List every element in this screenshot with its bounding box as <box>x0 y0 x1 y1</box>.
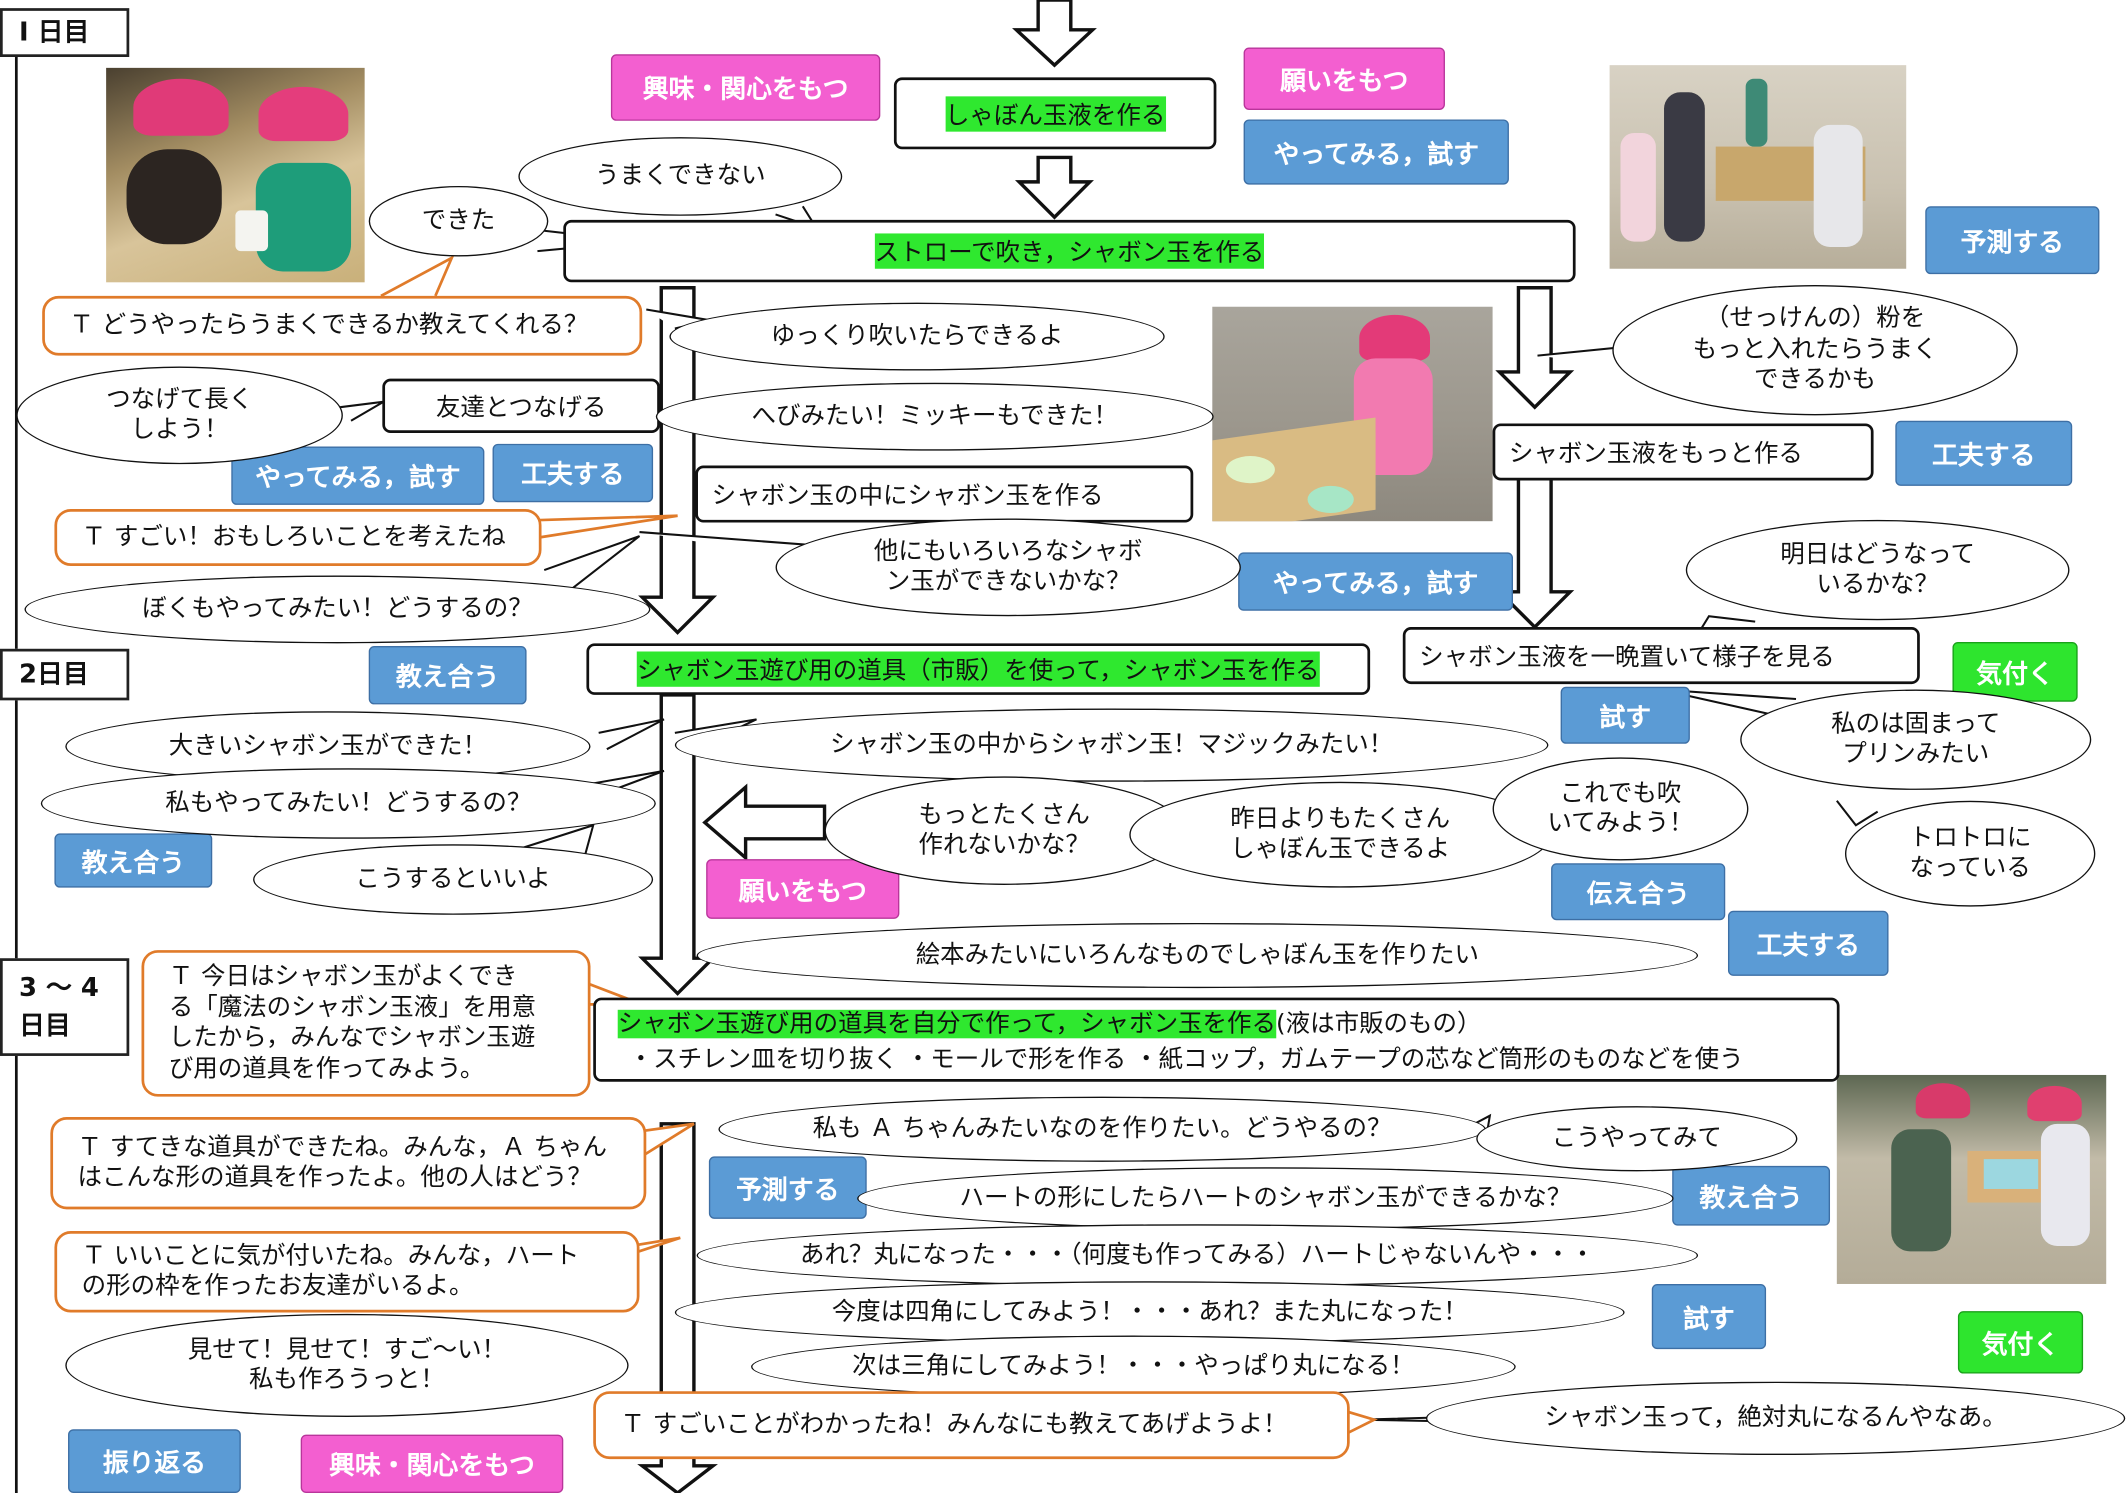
photo-child-pink-hat <box>1212 306 1493 522</box>
step-own-tools-label: シャボン玉遊び用の道具を自分で作って，シャボン玉を作る <box>617 1009 1277 1039</box>
photo-children-blowing <box>106 67 365 283</box>
bubble-metoo-2: 私もやってみたい！どうするの？ <box>40 768 656 839</box>
timeline-line <box>14 54 18 1493</box>
tag-teach-2: 教え合う <box>54 833 213 888</box>
box-more-liquid: シャボン玉液をもっと作る <box>1492 423 1874 481</box>
box-bubble-inside: シャボン玉の中にシャボン玉を作る <box>695 465 1194 523</box>
box-connect-friends: 友達とつなげる <box>382 378 660 433</box>
tag-devise-1: 工夫する <box>492 443 654 503</box>
step-make-liquid: しゃぼん玉液を作る <box>893 77 1217 150</box>
step-own-tools-detail: ・スチレン皿を切り抜く ・モールで形を作る ・紙コップ，ガムテープの芯など筒形の… <box>628 1045 1744 1074</box>
teacher-callout-4: Ｔ すてきな道具ができたね。みんな，Ａ ちゃん はこんな形の道具を作ったよ。他の… <box>50 1117 647 1210</box>
bubble-not-well: うまくできない <box>518 137 843 216</box>
tag-wish-2: 願いをもつ <box>706 859 900 919</box>
bubble-heart: ハートの形にしたらハートのシャボン玉ができるかな？ <box>857 1167 1674 1230</box>
teacher-callout-2: Ｔ すごい！おもしろいことを考えたね <box>54 508 542 566</box>
teacher-callout-1: Ｔ どうやったらうまくできるか教えてくれる？ <box>42 295 643 356</box>
bubble-this-way: こうするといいよ <box>253 844 654 915</box>
tag-try-3: やってみる，試す <box>1238 552 1513 611</box>
tag-try-1: やってみる，試す <box>1243 119 1509 185</box>
bubble-picture-book: 絵本みたいにいろんなものでしゃぼん玉を作りたい <box>696 922 1699 989</box>
tag-notice-2: 気付く <box>1957 1311 2084 1374</box>
step-straw: ストローで吹き，シャボン玉を作る <box>563 219 1576 283</box>
box-overnight: シャボン玉液を一晩置いて様子を見る <box>1402 627 1920 685</box>
tag-devise-2: 工夫する <box>1895 420 2073 486</box>
bubble-blow: これでも吹 いてみよう！ <box>1492 757 1749 861</box>
teacher-callout-5: Ｔ いいことに気が付いたね。みんな，ハート の形の枠を作ったお友達がいるよ。 <box>54 1231 640 1313</box>
bubble-show-me: 見せて！見せて！すご～い！ 私も作ろうっと！ <box>65 1313 629 1417</box>
bubble-always-round: シャボン玉って，絶対丸になるんやなあ。 <box>1425 1381 2126 1455</box>
tag-convey-1: 伝え合う <box>1551 863 1726 921</box>
bubble-connect: つなげて長く しよう！ <box>16 366 343 465</box>
bubble-triangle: 次は三角にしてみよう！・・・やっぱり丸になる！ <box>751 1335 1516 1398</box>
bubble-like-a: 私も Ａ ちゃんみたいなのを作りたい。どうやるの？ <box>718 1096 1486 1162</box>
step-straw-label: ストローで吹き，シャボン玉を作る <box>874 233 1265 269</box>
tag-reflect: 振り返る <box>68 1429 241 1493</box>
tag-try-2: やってみる，試す <box>231 446 485 505</box>
tag-test-2: 試す <box>1651 1283 1767 1350</box>
teacher-callout-6: Ｔ すごいことがわかったね！みんなにも教えてあげようよ！ <box>593 1391 1350 1460</box>
tag-teach-3: 教え合う <box>1672 1165 1831 1226</box>
day-label-2: 2日目 <box>0 648 130 701</box>
tag-teach-1: 教え合う <box>368 646 527 705</box>
bubble-magic: シャボン玉の中からシャボン玉！マジックみたい！ <box>674 708 1549 782</box>
step-commercial-tools-label: シャボン玉遊び用の道具（市販）を使って，シャボン玉を作る <box>636 651 1320 687</box>
tag-devise-3: 工夫する <box>1727 910 1889 976</box>
bubble-powder: （せっけんの）粉を もっと入れたらうまく できるかも <box>1612 285 2018 416</box>
bubble-round: あれ？丸になった・・・（何度も作ってみる）ハートじゃないんや・・・ <box>696 1224 1699 1287</box>
bubble-square: 今度は四角にしてみよう！・・・あれ？また丸になった！ <box>674 1281 1625 1344</box>
bubble-others: 他にもいろいろなシャボ ン玉ができないかな？ <box>775 518 1241 617</box>
step-own-tools: シャボン玉遊び用の道具を自分で作って，シャボン玉を作る(液は市販のもの） ・スチ… <box>593 997 1840 1082</box>
tag-test-1: 試す <box>1560 686 1690 744</box>
step-own-tools-note: (液は市販のもの） <box>1276 1009 1482 1039</box>
bubble-yesterday: 昨日よりもたくさん しゃぼん玉できるよ <box>1129 781 1552 888</box>
tag-interest-2: 興味・関心をもつ <box>300 1434 564 1493</box>
bubble-slow: ゆっくり吹いたらできるよ <box>669 302 1165 371</box>
step-commercial-tools: シャボン玉遊び用の道具（市販）を使って，シャボン玉を作る <box>586 643 1371 695</box>
tag-wish-1: 願いをもつ <box>1243 47 1445 110</box>
day-label-3: 3 ～ 4 日目 <box>0 958 130 1056</box>
tag-predict-2: 予測する <box>708 1156 867 1219</box>
photo-children-tools <box>1836 1074 2107 1284</box>
bubble-like-this: こうやってみて <box>1476 1106 1798 1172</box>
bubble-done: できた <box>368 185 549 257</box>
photo-children-table <box>1609 65 1907 269</box>
step-make-liquid-label: しゃぼん玉液を作る <box>944 95 1166 131</box>
tag-interest-1: 興味・関心をもつ <box>610 54 881 121</box>
bubble-more-many: もっとたくさん 作れないかな？ <box>824 776 1184 885</box>
bubble-snake: へびみたい！ミッキーもできた！ <box>655 382 1214 451</box>
bubble-tomorrow: 明日はどうなって いるかな？ <box>1685 519 2070 621</box>
bubble-pudding: 私のは固まって プリンみたい <box>1740 689 2092 790</box>
bubble-metoo-1: ぼくもやってみたい！どうするの？ <box>24 575 651 644</box>
tag-predict-1: 予測する <box>1925 206 2100 275</box>
bubble-toro: トロトロに なっている <box>1844 800 2096 907</box>
teacher-callout-3: Ｔ 今日はシャボン玉がよくでき る「魔法のシャボン玉液」を用意 したから，みんな… <box>141 950 591 1097</box>
day-label-1: Ⅰ 日目 <box>0 8 130 58</box>
